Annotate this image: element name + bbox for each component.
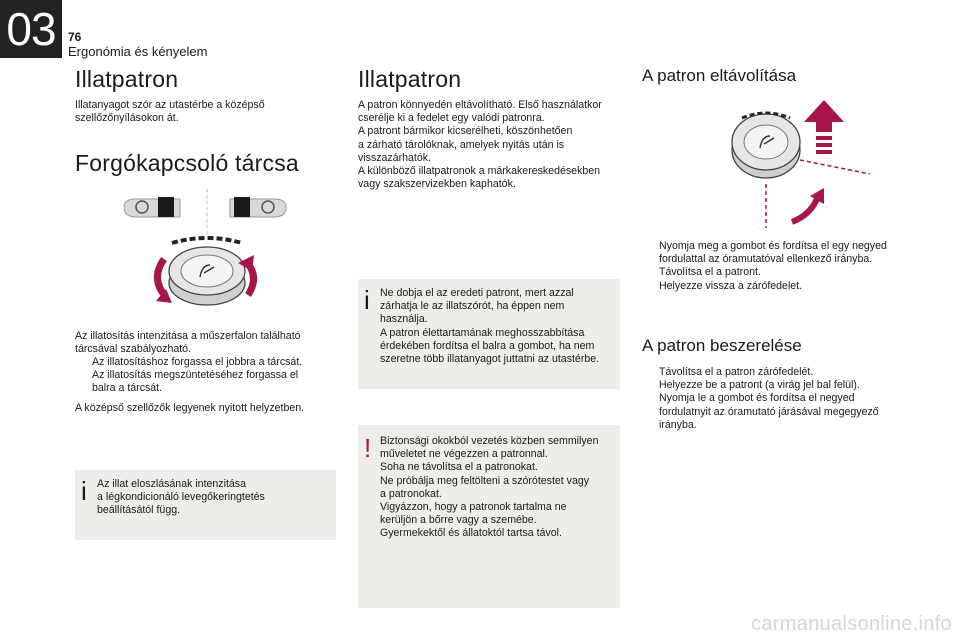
list-item: Az illatosítás megszüntetéséhez forgassa… [92, 369, 299, 395]
cartridge-icon [731, 111, 801, 179]
rotate-right-arrow-icon [238, 255, 257, 297]
col1-info-note: i Az illat eloszlásának intenzitása a lé… [75, 470, 336, 540]
warning-icon: ! [364, 433, 372, 463]
col1-intro: Illatanyagot szór az utastérbe a középső… [75, 99, 265, 125]
info-icon: i [364, 285, 370, 315]
col3-install-title: A patron beszerelése [642, 336, 802, 355]
cartridge-removal-illustration [731, 100, 871, 228]
list-item: Távolítsa el a patront. [659, 266, 761, 279]
col3-install-bullets: Távolítsa el a patron zárófedelét. Helye… [642, 366, 912, 432]
list-item: Az illatosításhoz forgassa el jobbra a t… [92, 356, 303, 368]
list-item: Nyomja meg a gombot és fordítsa el egy n… [659, 240, 887, 266]
rotate-counterclockwise-arrow-icon [790, 188, 824, 225]
col1-text: Az illatosítás intenzitása a műszerfalon… [75, 330, 301, 356]
col2-title: Illatpatron [358, 66, 462, 92]
page-number: 76 [68, 30, 82, 44]
col1-note-text: Az illat eloszlásának intenzitása a légk… [97, 478, 265, 517]
list-item: Helyezze vissza a zárófedelet. [659, 279, 803, 292]
col1-bullets: Az illatosításhoz forgassa el jobbra a t… [75, 356, 335, 396]
dial-illustration [123, 189, 287, 306]
rotate-left-arrow-icon [154, 256, 172, 303]
dial-knob-icon [168, 236, 246, 306]
info-icon: i [81, 476, 87, 506]
col2-info-note: i Ne dobja el az eredeti patront, mert a… [358, 279, 620, 389]
col3-removal-bullets: Nyomja meg a gombot és fordítsa el egy n… [642, 240, 912, 293]
left-vent-icon [123, 197, 181, 218]
col1-title: Illatpatron [75, 66, 179, 92]
col1-outro: A középső szellőzők legyenek nyitott hel… [75, 402, 305, 414]
col2-text: A patron könnyedén eltávolítható. Első h… [358, 99, 602, 191]
col2-warning-text: Biztonsági okokból vezetés közben semmil… [380, 435, 599, 540]
col3-removal-title: A patron eltávolítása [642, 66, 797, 85]
chapter-tab: 03 [0, 0, 62, 58]
list-item: Távolítsa el a patron zárófedelét. [659, 366, 814, 378]
list-item: Helyezze be a patront (a virág jel bal f… [659, 379, 860, 392]
col2-warning-note: ! Biztonsági okokból vezetés közben semm… [358, 425, 620, 608]
col1-subtitle: Forgókapcsoló tárcsa [75, 150, 299, 176]
list-item: Nyomja le a gombot és fordítsa el negyed… [659, 392, 879, 431]
section-name: Ergonómia és kényelem [68, 44, 208, 59]
right-vent-icon [229, 197, 287, 218]
pull-up-arrow-icon [804, 100, 844, 154]
col2-info-text: Ne dobja el az eredeti patront, mert azz… [380, 287, 600, 366]
watermark: carmanualsonline.info [751, 613, 952, 635]
